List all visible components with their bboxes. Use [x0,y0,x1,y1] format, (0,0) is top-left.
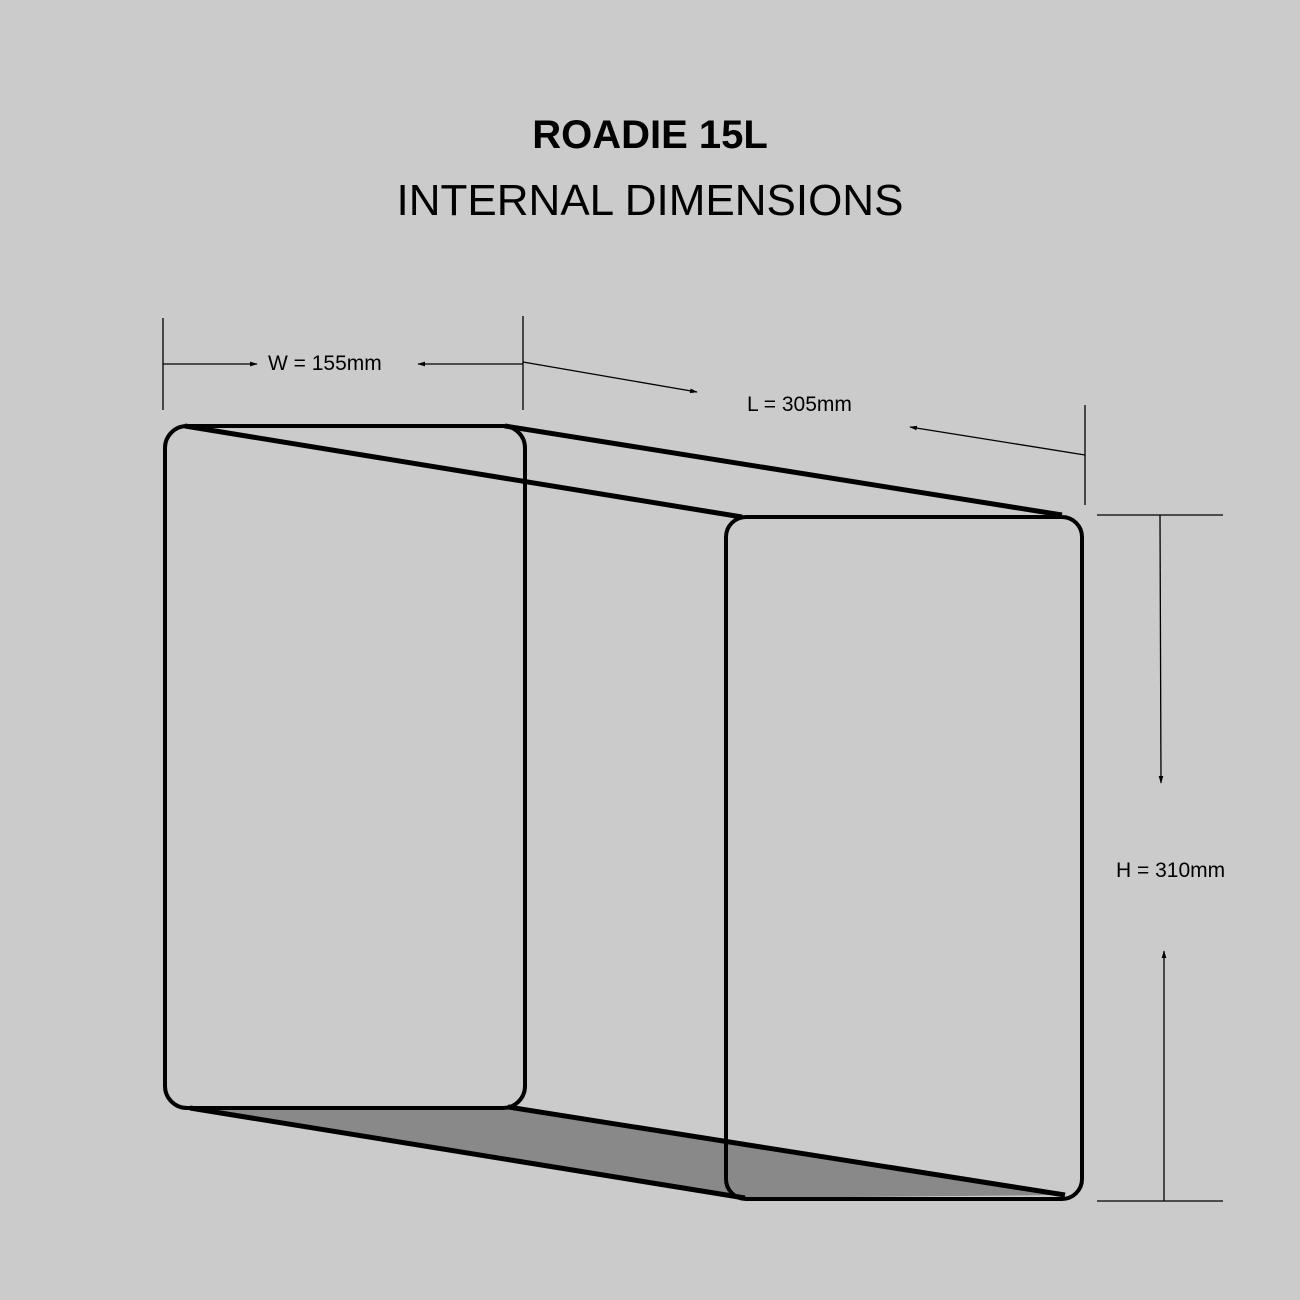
top-edge-left [184,423,743,520]
width-label: W = 155mm [268,352,382,375]
length-arrow-end [909,425,1086,456]
length-label: L = 305mm [747,393,852,416]
bottom-edge-left [189,1105,746,1201]
bottom-edge-right [507,1104,1066,1198]
height-arrow-top [1158,514,1164,784]
front-face [163,424,527,1110]
product-title: ROADIE 15L [532,113,768,157]
length-arrow-start [522,361,698,394]
back-face [724,515,1084,1201]
height-label: H = 310mm [1116,859,1225,882]
diagram-subtitle: INTERNAL DIMENSIONS [396,176,904,225]
top-edge-right [504,423,1063,518]
box-floor [190,1107,1065,1198]
